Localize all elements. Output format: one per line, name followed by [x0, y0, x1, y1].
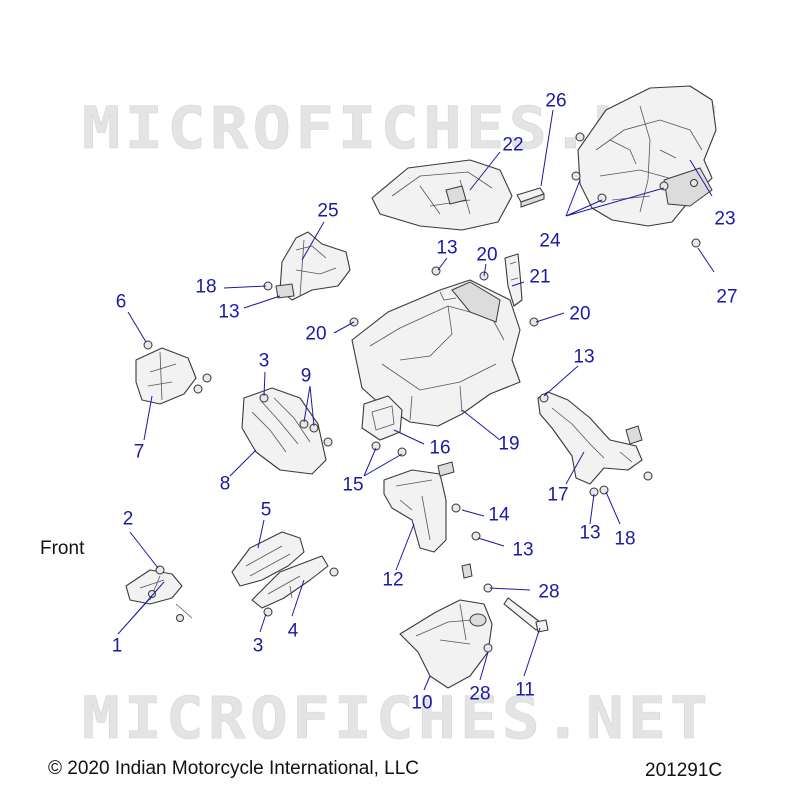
leader-lines — [117, 109, 715, 691]
part-7-bracket — [135, 347, 197, 405]
callout-28: 28 — [469, 683, 491, 705]
part-23-fender-assembly — [577, 85, 717, 227]
callout-13: 13 — [512, 539, 534, 561]
callout-20: 20 — [569, 303, 591, 325]
callout-19: 19 — [498, 433, 520, 455]
callout-28: 28 — [538, 581, 560, 603]
callout-6: 6 — [115, 291, 127, 313]
part-25-bracket — [275, 231, 351, 301]
callout-17: 17 — [547, 484, 569, 506]
part-22-tray — [371, 159, 513, 231]
callout-26: 26 — [545, 90, 567, 112]
part-8-cover — [241, 387, 327, 475]
callout-9: 9 — [300, 365, 312, 387]
callout-27: 27 — [716, 286, 738, 308]
callout-15: 15 — [342, 474, 364, 496]
callout-25: 25 — [317, 200, 339, 222]
callout-5: 5 — [260, 499, 272, 521]
callout-3: 3 — [258, 350, 270, 372]
callout-12: 12 — [382, 569, 404, 591]
part-26-pad — [516, 187, 545, 208]
part-10-cover — [399, 599, 493, 689]
part-16-clip — [361, 395, 403, 441]
callout-21: 21 — [529, 266, 551, 288]
callout-8: 8 — [219, 473, 231, 495]
watermark-bottom: MICROFICHES.NET — [82, 684, 712, 752]
callout-13: 13 — [573, 346, 595, 368]
callout-10: 10 — [411, 692, 433, 714]
part-12-bracket — [383, 461, 473, 579]
fasteners — [143, 132, 701, 653]
callout-4: 4 — [287, 620, 299, 642]
callout-24: 24 — [539, 230, 561, 252]
callout-13: 13 — [579, 522, 601, 544]
part-4-bracket — [251, 555, 329, 609]
part-2-bracket — [125, 569, 193, 619]
callout-14: 14 — [488, 504, 510, 526]
callout-22: 22 — [502, 134, 524, 156]
callout-18: 18 — [195, 276, 217, 298]
part-21-strap — [504, 253, 523, 307]
callout-23: 23 — [714, 208, 736, 230]
callout-1: 1 — [111, 635, 123, 657]
callout-18: 18 — [614, 528, 636, 550]
callout-7: 7 — [133, 441, 145, 463]
part-19-battery-box — [351, 279, 521, 427]
diagram-code: 201291C — [645, 760, 723, 781]
callout-11: 11 — [515, 679, 535, 701]
callout-20: 20 — [305, 323, 327, 345]
part-17-bracket — [537, 391, 643, 485]
callout-3: 3 — [252, 635, 264, 657]
callout-13: 13 — [218, 301, 240, 323]
callout-16: 16 — [429, 437, 451, 459]
front-label: Front — [40, 538, 85, 559]
part-11-hex-key — [503, 597, 549, 633]
part-5-panel — [231, 531, 305, 587]
callout-13: 13 — [436, 237, 458, 259]
callout-2: 2 — [122, 508, 134, 530]
copyright-text: © 2020 Indian Motorcycle International, … — [48, 758, 419, 779]
callout-20: 20 — [476, 244, 498, 266]
